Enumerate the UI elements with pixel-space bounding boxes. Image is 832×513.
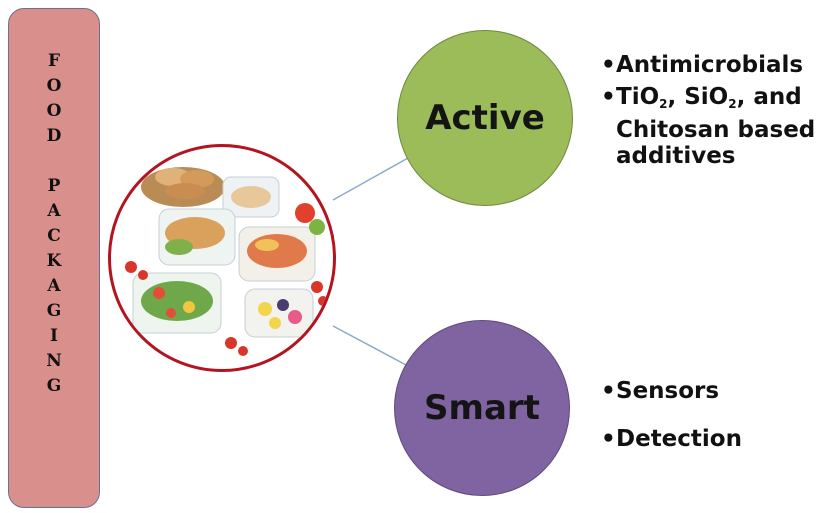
title-letter: I [50,326,58,346]
list-item: • Sensors [601,378,826,404]
list-item: • Antimicrobials [601,52,829,78]
active-circle: Active [397,30,573,206]
bullet-icon: • [601,378,616,404]
smart-circle: Smart [394,320,570,496]
item-text-tio: TiO [616,84,660,110]
active-items-list: • Antimicrobials • TiO2, SiO2, and Chito… [601,52,829,175]
connector-to-active [332,157,409,201]
bullet-icon: • [601,426,616,452]
title-letter: A [47,201,61,221]
list-item: • TiO2, SiO2, and Chitosan based additiv… [601,84,829,169]
title-letter: A [47,276,61,296]
subscript: 2 [728,97,737,111]
item-text: Sensors [616,378,720,404]
item-text-sio: , SiO [667,84,729,110]
connector-to-smart [332,325,409,367]
bullet-icon: • [601,84,616,110]
title-letter: N [46,351,62,371]
food-packaging-bar: F O O D P A C K A G I N G [8,8,100,508]
title-letter: F [47,51,61,71]
item-text: Detection [616,426,742,452]
active-label: Active [425,98,545,138]
item-text: Antimicrobials [616,52,804,78]
bullet-icon: • [601,52,616,78]
smart-items-list: • Sensors • Detection [601,378,826,474]
subscript: 2 [659,97,668,111]
smart-label: Smart [424,388,540,428]
title-letter: C [47,226,61,246]
title-letter: O [46,76,62,96]
title-letter: G [46,376,62,396]
title-letter: O [46,101,62,121]
title-letter: K [46,251,62,271]
list-item: • Detection [601,426,826,452]
food-packaging-title: F O O D P A C K A G I N G [9,49,99,399]
title-letter: D [46,126,62,146]
title-letter: G [46,301,62,321]
food-packaging-photo-icon [108,144,336,372]
title-letter: P [47,176,61,196]
item-text-rest: , and Chitosan based additives [616,84,816,169]
